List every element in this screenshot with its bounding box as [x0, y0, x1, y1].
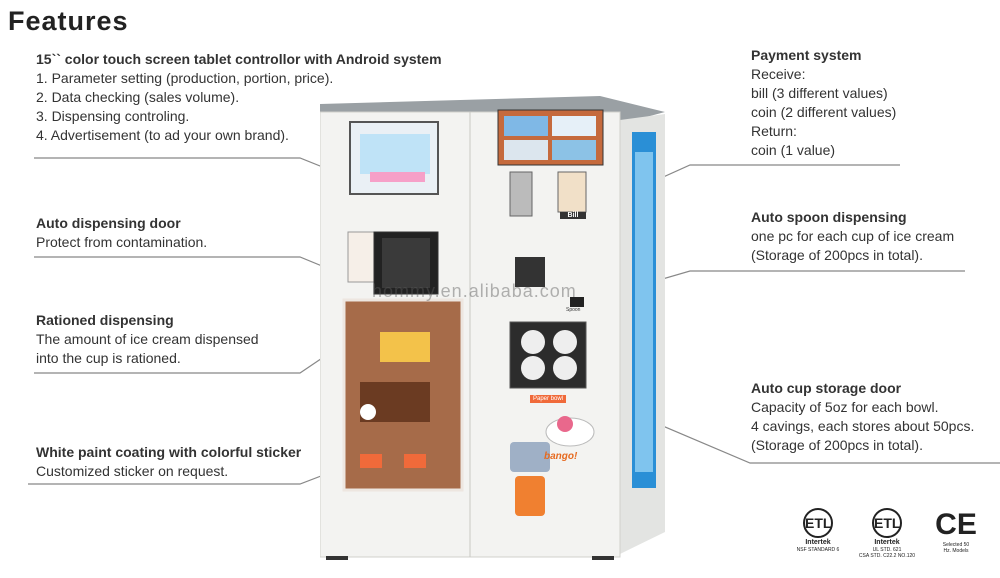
- watermark: hommy.en.alibaba.com: [372, 281, 577, 301]
- cert-etl-nsf: ETL Intertek NSF STANDARD 6: [790, 508, 846, 553]
- feature-coating: White paint coating with colorful sticke…: [36, 443, 301, 481]
- spoon-label: Spoon: [566, 307, 581, 313]
- feature-title: Auto spoon dispensing: [751, 209, 907, 225]
- cert-etl-ul-csa: ETL Intertek UL STD. 621 CSA STD. C22.2 …: [855, 508, 919, 559]
- feature-line: The amount of ice cream dispensed: [36, 331, 259, 347]
- feature-line: 3. Dispensing controling.: [36, 108, 190, 124]
- coin-acceptor: [509, 171, 533, 217]
- ce-logo-icon: CE: [935, 508, 977, 541]
- feature-line: 4. Advertisement (to ad your own brand).: [36, 127, 289, 143]
- left-sticker: [347, 231, 375, 283]
- feature-line: bill (3 different values): [751, 85, 888, 101]
- spoon-slot: [570, 297, 584, 307]
- paper-bowl-label: Paper bowl: [530, 395, 567, 403]
- feature-line: Receive:: [751, 66, 806, 82]
- brand-label: bango!: [544, 451, 578, 462]
- feature-line: one pc for each cup of ice cream: [751, 228, 955, 244]
- feature-line: 2. Data checking (sales volume).: [36, 89, 240, 105]
- cup-storage-door: [509, 321, 587, 389]
- cert-text: NSF STANDARD 6: [796, 547, 840, 553]
- feature-payment: Payment system Receive: bill (3 differen…: [751, 46, 896, 160]
- feature-cup-door: Auto cup storage door Capacity of 5oz fo…: [751, 379, 974, 455]
- cert-text: CSA STD. C22.2 NO.120: [858, 553, 916, 559]
- cert-ce: CE Selected 50 Hz. Models: [928, 508, 984, 554]
- leader-touch-screen: [34, 157, 361, 183]
- feature-line: (Storage of 200pcs in total).: [751, 437, 923, 453]
- page-title: Features: [8, 6, 129, 36]
- feature-title: 15`` color touch screen tablet controllo…: [36, 51, 442, 67]
- cert-name: Intertek: [805, 539, 831, 546]
- etl-logo-icon: ETL: [803, 508, 833, 538]
- feature-touch-screen: 15`` color touch screen tablet controllo…: [36, 50, 442, 145]
- bill-acceptor: [557, 171, 587, 213]
- cert-name: Intertek: [874, 539, 900, 546]
- bill-label: Bill: [560, 212, 586, 219]
- feature-line: coin (1 value): [751, 142, 836, 158]
- feature-line: (Storage of 200pcs in total).: [751, 247, 923, 263]
- vending-machine-illustration: [320, 96, 665, 560]
- feature-spoon: Auto spoon dispensing one pc for each cu…: [751, 208, 954, 265]
- feature-title: Auto cup storage door: [751, 380, 902, 396]
- leader-auto-door: [34, 256, 357, 281]
- cert-text: UL STD. 621: [872, 547, 902, 553]
- feature-auto-door: Auto dispensing door Protect from contam…: [36, 214, 207, 252]
- feature-line: into the cup is rationed.: [36, 350, 181, 366]
- feature-line: Protect from contamination.: [36, 234, 208, 250]
- dispenser-slot: [515, 257, 545, 287]
- feature-title: Payment system: [751, 47, 862, 63]
- feature-line: Return:: [751, 123, 797, 139]
- feature-line: coin (2 different values): [751, 104, 897, 120]
- feature-rationed: Rationed dispensing The amount of ice cr…: [36, 311, 259, 368]
- feature-title: Auto dispensing door: [36, 215, 181, 231]
- etl-logo-icon: ETL: [872, 508, 902, 538]
- feature-line: Capacity of 5oz for each bowl.: [751, 399, 939, 415]
- cert-text: Selected 50: [942, 542, 970, 548]
- feature-title: White paint coating with colorful sticke…: [36, 444, 302, 460]
- feature-line: 4 cavings, each stores about 50pcs.: [751, 418, 975, 434]
- robot-mascot: [510, 442, 550, 472]
- feature-line: 1. Parameter setting (production, portio…: [36, 70, 334, 86]
- cert-text: Hz. Models: [943, 548, 969, 554]
- feature-line: Customized sticker on request.: [36, 463, 229, 479]
- feature-title: Rationed dispensing: [36, 312, 174, 328]
